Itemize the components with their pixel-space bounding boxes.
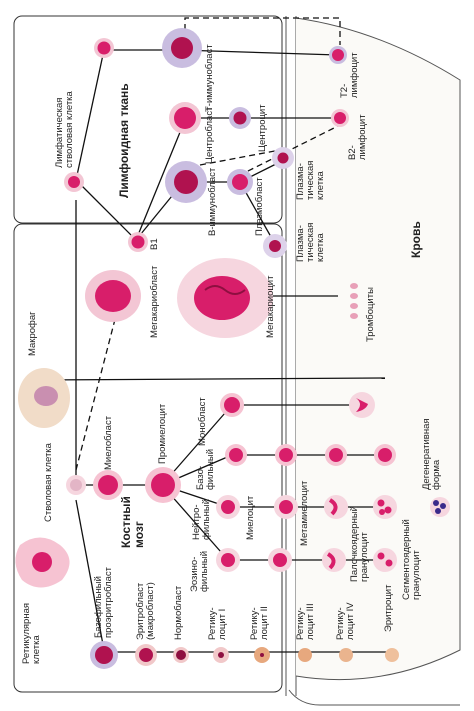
- lymphoid-tissue-frame: [13, 15, 283, 224]
- label-thrombocytes: Тромбоциты: [365, 287, 376, 342]
- label-reticulocyte-2: Ретику- лоцит II: [249, 606, 270, 640]
- label-b1: B1: [149, 238, 160, 250]
- label-reticulocyte-4: Ретику- лоцит IV: [335, 602, 356, 640]
- label-centrocyte: Центроцит: [257, 104, 268, 152]
- cell-t-immunoblast: [162, 28, 202, 68]
- label-megakaryoblast: Мегакариобласт: [149, 265, 160, 338]
- label-basophilic: Базо- фильный: [195, 449, 216, 490]
- label-plasmoblast: Плазмобласт: [254, 177, 265, 236]
- cell-megakaryoblast: [85, 270, 141, 322]
- cell-degenerative: [430, 497, 450, 517]
- cell-plasmoblast: [227, 169, 253, 195]
- cell-myeloblast: [93, 470, 123, 500]
- label-basophilic-proerythroblast: Базофильный проэритробласт: [93, 566, 114, 638]
- row-neutrophilic: [216, 495, 397, 519]
- cell-lymphatic-stem: [64, 172, 84, 192]
- cell-centrocyte: [229, 107, 251, 129]
- region-label-marrow: Костный мозг: [119, 496, 146, 548]
- cell-monoblast: [220, 393, 244, 417]
- cell-promyelocyte: [145, 467, 181, 503]
- cell-b1: [128, 232, 148, 252]
- label-centroblast: Центробласт: [204, 106, 215, 164]
- cell-centroblast: [169, 102, 201, 134]
- label-neutrophilic: Нейтро- фильный: [191, 499, 212, 540]
- cell-stem: [66, 475, 86, 495]
- label-band: Палочкоядерный гранулоцит: [349, 506, 370, 582]
- label-erythroblast: Эритробласт (макробласт): [135, 582, 156, 640]
- label-stem: Стволовая клетка: [43, 443, 54, 522]
- label-b-immunoblast: B-иммунобласт: [207, 167, 218, 236]
- row-basophilic: [225, 444, 396, 466]
- label-promyelocyte: Промиелоцит: [157, 403, 168, 464]
- label-myeloblast: Миелобласт: [103, 415, 114, 470]
- label-erythrocyte: Эритроцит: [383, 584, 394, 632]
- label-segmented: Сегментоядерный гранулоцит: [401, 519, 422, 600]
- row-erythroid: [90, 641, 399, 669]
- cell-b-immunoblast: [165, 161, 207, 203]
- label-t-immunoblast: Т-иммунобласт: [204, 44, 215, 112]
- region-label-lymphoid: Лимфоидная ткань: [117, 83, 131, 198]
- label-plasma-1: Плазма- тическая клетка: [295, 160, 326, 200]
- cell-plasma-1: [272, 147, 294, 169]
- cell-plasma-2: [263, 234, 287, 258]
- label-metamyelocyte: Метамиелоцит: [299, 480, 310, 546]
- label-megakaryocyte: Мегакариоцит: [265, 275, 276, 338]
- cell-lymphoblast-top: [94, 38, 114, 58]
- label-b2: B2- лимфоцит: [347, 114, 368, 160]
- label-lymph-stem: Лимфатическая стволовая клетка: [54, 91, 75, 168]
- blood-vessel: [285, 16, 461, 706]
- cell-b2-lymphocyte: [331, 109, 349, 127]
- label-reticular: Ретикулярная клетка: [21, 603, 42, 664]
- region-label-blood: Кровь: [409, 221, 423, 258]
- label-normoblast: Нормобласт: [173, 585, 184, 640]
- label-plasma-2: Плазма- тическая клетка: [295, 222, 326, 262]
- label-degenerative: Дегенеративная форма: [421, 418, 442, 490]
- label-monoblast: Монобласт: [197, 397, 208, 446]
- cell-reticular: [15, 537, 70, 588]
- cell-monocyte: [349, 392, 375, 418]
- cell-megakaryocyte: [177, 258, 273, 338]
- label-t2: Т2- лимфоцит: [339, 52, 360, 98]
- label-myelocyte: Миелоцит: [245, 495, 256, 540]
- cell-t2-lymphocyte: [329, 46, 347, 64]
- cell-macrophage: [18, 368, 70, 428]
- label-reticulocyte-1: Ретику- лоцит I: [207, 607, 228, 640]
- label-reticulocyte-3: Ретику- лоцит III: [295, 603, 316, 640]
- row-eosinophilic: [216, 548, 397, 572]
- label-macrophage: Макрофаг: [27, 311, 38, 356]
- thrombocytes: [350, 283, 358, 319]
- label-eosinophilic: Эозино- фильный: [189, 551, 210, 592]
